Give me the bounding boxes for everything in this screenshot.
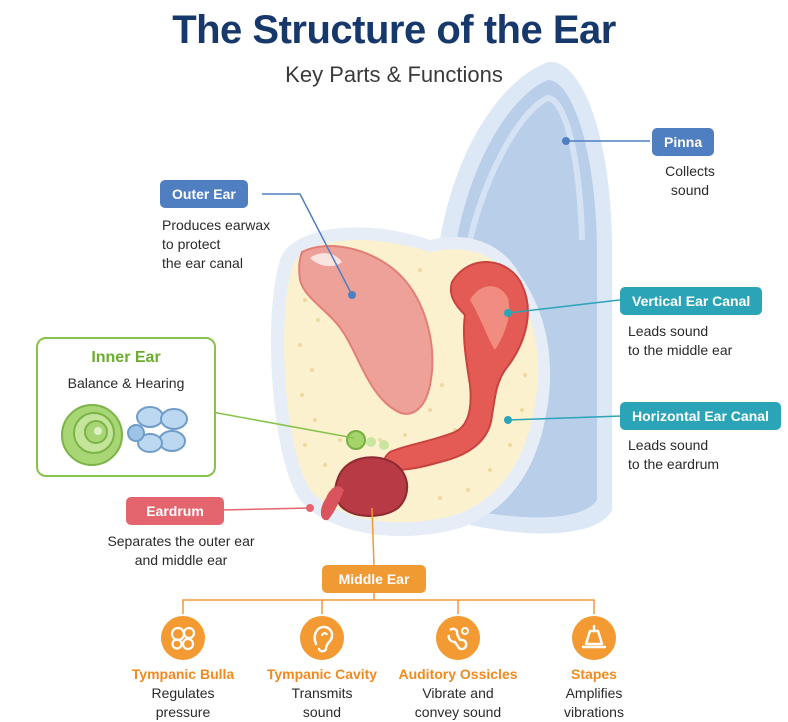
ear-icon <box>300 616 344 660</box>
eardrum-desc-line: Separates the outer ear <box>96 532 266 551</box>
inner-ear-cochlea-small <box>347 431 365 449</box>
vertical-canal-label: Vertical Ear Canal <box>620 287 762 315</box>
tympanic-bulla-column: Tympanic Bulla Regulates pressure <box>118 616 248 722</box>
inner-ear-bubble-a <box>366 437 376 447</box>
pinna-desc: Collects sound <box>650 162 730 200</box>
stapes-column: Stapes Amplifies vibrations <box>529 616 659 722</box>
stapes-desc-line: vibrations <box>529 703 659 722</box>
pinna-label: Pinna <box>652 128 714 156</box>
outer-ear-label: Outer Ear <box>160 180 248 208</box>
horizontal-canal-desc-line: to the eardrum <box>628 455 719 474</box>
tympanic-cavity-column: Tympanic Cavity Transmits sound <box>257 616 387 722</box>
auditory-ossicles-desc-line: convey sound <box>393 703 523 722</box>
vertical-canal-desc: Leads sound to the middle ear <box>628 322 732 360</box>
horizontal-canal-desc-line: Leads sound <box>628 436 719 455</box>
tympanic-bulla-desc-line: pressure <box>118 703 248 722</box>
stapes-desc-line: Amplifies <box>529 684 659 703</box>
auditory-ossicles-desc: Vibrate and convey sound <box>393 684 523 722</box>
auditory-ossicles-column: Auditory Ossicles Vibrate and convey sou… <box>393 616 523 722</box>
tympanic-bulla <box>335 457 407 516</box>
outer-ear-desc-line: to protect <box>162 235 270 254</box>
inner-ear-desc: Balance & Hearing <box>38 375 214 391</box>
tympanic-cavity-desc-line: Transmits <box>257 684 387 703</box>
inner-ear-label: Inner Ear <box>38 349 214 367</box>
bone-icon <box>436 616 480 660</box>
inner-ear-panel: Inner Ear Balance & Hearing <box>36 337 216 477</box>
auditory-ossicles-label: Auditory Ossicles <box>393 666 523 682</box>
eardrum-label: Eardrum <box>126 497 224 525</box>
eardrum-leader <box>222 508 310 510</box>
tympanic-cavity-desc-line: sound <box>257 703 387 722</box>
horizontal-canal-label: Horizontal Ear Canal <box>620 402 781 430</box>
vertical-canal-desc-line: to the middle ear <box>628 341 732 360</box>
outer-ear-desc-line: the ear canal <box>162 254 270 273</box>
inner-ear-bubble-b <box>379 440 389 450</box>
outer-ear-desc-line: Produces earwax <box>162 216 270 235</box>
pinna-desc-line: sound <box>650 181 730 200</box>
tympanic-bulla-desc: Regulates pressure <box>118 684 248 722</box>
tympanic-cavity-label: Tympanic Cavity <box>257 666 387 682</box>
tympanic-bulla-label: Tympanic Bulla <box>118 666 248 682</box>
eardrum-desc-line: and middle ear <box>96 551 266 570</box>
pinna-desc-line: Collects <box>650 162 730 181</box>
stapes-icon <box>572 616 616 660</box>
horizontal-canal-desc: Leads sound to the eardrum <box>628 436 719 474</box>
cochlea-icon <box>54 397 200 469</box>
auditory-ossicles-desc-line: Vibrate and <box>393 684 523 703</box>
vertical-canal-desc-line: Leads sound <box>628 322 732 341</box>
bubbles-icon <box>161 616 205 660</box>
stapes-desc: Amplifies vibrations <box>529 684 659 722</box>
stapes-label: Stapes <box>529 666 659 682</box>
tympanic-bulla-desc-line: Regulates <box>118 684 248 703</box>
outer-ear-desc: Produces earwax to protect the ear canal <box>162 216 270 273</box>
tympanic-cavity-desc: Transmits sound <box>257 684 387 722</box>
middle-ear-bracket <box>183 600 594 614</box>
middle-ear-label: Middle Ear <box>322 565 426 593</box>
eardrum-desc: Separates the outer ear and middle ear <box>96 532 266 570</box>
